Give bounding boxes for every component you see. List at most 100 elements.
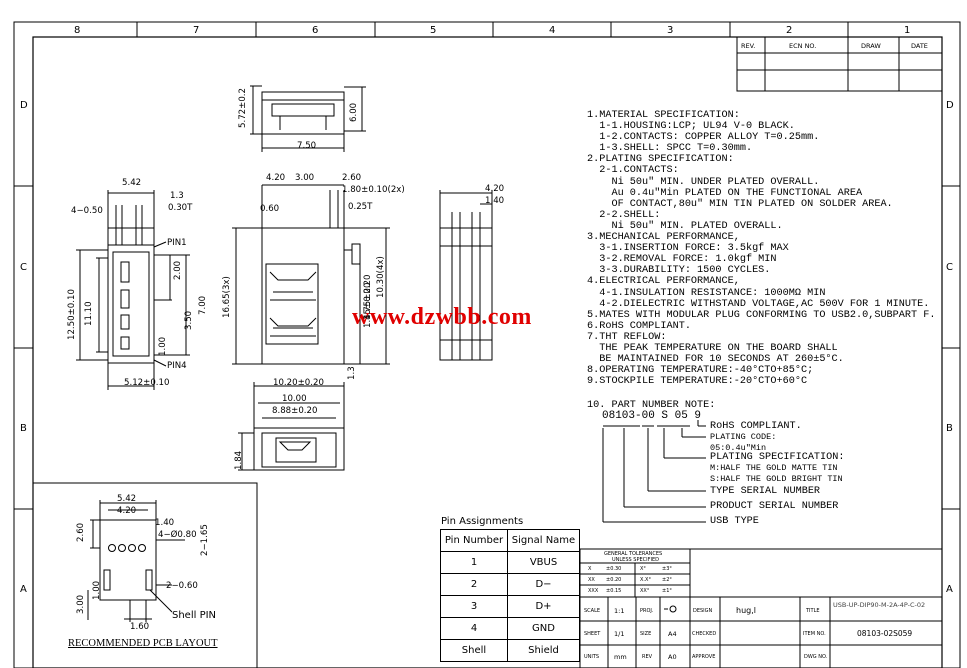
scale-value: 1:1	[614, 607, 625, 615]
units-label: UNITS	[584, 654, 600, 660]
dim-label: 10.00	[282, 394, 307, 404]
rev-value: A0	[668, 653, 677, 661]
tolerance-cell: XXX	[588, 588, 599, 594]
spec-line: 3.MECHANICAL PERFORMANCE,	[587, 232, 740, 244]
spec-line: Ni 50u" MIN. UNDER PLATED OVERALL.	[587, 176, 820, 188]
dim-label: PIN4	[167, 361, 187, 371]
zone-label: B	[20, 423, 27, 434]
spec-line: OF CONTACT,80u" MIN TIN PLATED ON SOLDER…	[587, 198, 893, 210]
zone-label: A	[946, 584, 953, 595]
spec-line: 3-2.REMOVAL FORCE: 1.0kgf MIN	[587, 254, 777, 266]
dim-label: 7.50	[297, 141, 317, 151]
proj-label: PROJ.	[640, 608, 654, 614]
dim-label: 1.40	[155, 518, 175, 528]
dim-label: 2−1.65	[200, 524, 210, 556]
zone-label: 6	[312, 25, 319, 36]
dim-label: 5.72±0.2	[238, 87, 248, 128]
dim-label: 2.60	[76, 522, 86, 542]
tolerance-cell: ±0.20	[606, 577, 622, 583]
item-label: ITEM NO.	[803, 631, 826, 637]
size-label: SIZE	[640, 631, 652, 637]
pin-cell: D−	[507, 573, 580, 596]
pin-cell: D+	[507, 595, 580, 618]
pin-cell: Shield	[507, 639, 580, 662]
part-note: PLATING SPECIFICATION:	[710, 452, 845, 463]
sheet-label: SHEET	[584, 631, 601, 637]
approve-label: APPROVE	[692, 654, 716, 660]
part-note: PLATING CODE:	[710, 432, 777, 442]
dim-label: 5.12±0.10	[124, 378, 170, 388]
zone-label: 4	[549, 25, 556, 36]
dim-label: 4−0.50	[71, 206, 103, 216]
spec-line: 3-1.INSERTION FORCE: 3.5kgf MAX	[587, 243, 789, 255]
dim-label: 10.20±0.20	[273, 378, 324, 388]
pin-cell: GND	[507, 617, 580, 640]
part-number-code: 08103-00 S 05 9	[602, 410, 702, 422]
part-note: RoHS COMPLIANT.	[710, 421, 802, 432]
spec-line: 7.THT REFLOW:	[587, 331, 667, 343]
title-label: TITLE	[806, 608, 820, 614]
dim-label: 2.60	[342, 173, 362, 183]
dim-label: 11.10	[84, 301, 94, 326]
spec-line: 6.RoHS COMPLIANT.	[587, 320, 691, 332]
spec-line: 1-1.HOUSING:LCP; UL94 V-0 BLACK.	[587, 121, 795, 133]
spec-line: THE PEAK TEMPERATURE ON THE BOARD SHALL	[587, 342, 838, 354]
dim-label: 2−0.60	[166, 581, 198, 591]
dim-label: 6.00	[349, 102, 359, 122]
title-value: USB-UP-DIP90-M-2A-4P-C-02	[833, 601, 926, 609]
revision-header: DRAW	[861, 42, 881, 50]
dim-label: 0.25T	[348, 202, 373, 212]
dim-label: 1.3	[170, 191, 184, 201]
sheet-value: 1/1	[614, 630, 625, 638]
zone-label: A	[20, 584, 27, 595]
dim-label: 4.20	[485, 184, 505, 194]
dim-label: 7.00	[198, 295, 208, 315]
watermark-text: www.dzwbb.com	[352, 304, 532, 330]
units-value: mm	[614, 653, 627, 661]
tolerance-cell: ±3°	[662, 566, 672, 572]
pin-header: Signal Name	[507, 529, 580, 552]
tolerance-cell: X.X°	[640, 577, 651, 583]
revision-header: REV.	[741, 42, 756, 50]
revision-header: ECN NO.	[789, 42, 817, 50]
spec-line: 1.MATERIAL SPECIFICATION:	[587, 110, 740, 121]
tolerance-cell: ±0.15	[606, 588, 622, 594]
dim-label: 3.00	[295, 173, 315, 183]
zone-label: 3	[667, 25, 674, 36]
spec-line: 4-1.INSULATION RESISTANCE: 1000MΩ MIN	[587, 287, 826, 299]
spec-line: Au 0.4u"Min PLATED ON THE FUNCTIONAL ARE…	[587, 187, 863, 199]
dim-label: 1.3	[347, 366, 357, 380]
specification-notes: 1.MATERIAL SPECIFICATION: 1-1.HOUSING:LC…	[587, 110, 935, 387]
revision-header: DATE	[911, 42, 928, 50]
design-label: DESIGN	[693, 608, 713, 614]
zone-label: 5	[430, 25, 437, 36]
tolerance-title: GENERAL TOLERANCES	[604, 551, 663, 557]
dim-label: 1.45±0.20	[363, 282, 373, 328]
part-note: USB TYPE	[710, 516, 759, 527]
dim-label: 0.30T	[168, 203, 193, 213]
tolerance-cell: ±1°	[662, 588, 672, 594]
spec-line: 3-3.DURABILITY: 1500 CYCLES.	[587, 265, 771, 277]
pin-assignments-title: Pin Assignments	[441, 516, 524, 527]
zone-label: 1	[904, 25, 911, 36]
dim-label: 1.80±0.10(2x)	[342, 185, 405, 195]
tolerance-cell: XX	[588, 577, 595, 583]
dim-label: 1.40	[485, 196, 505, 206]
part-note: S:HALF THE GOLD BRIGHT TIN	[710, 474, 843, 484]
dim-label: 2.00	[173, 260, 183, 280]
pin-cell: Shell	[440, 639, 508, 662]
part-note: 05:0.4u"Min	[710, 443, 767, 453]
zone-label: 7	[193, 25, 200, 36]
spec-line: 5.MATES WITH MODULAR PLUG CONFORMING TO …	[587, 309, 936, 321]
dim-label: 8.88±0.20	[272, 406, 318, 416]
pin-cell: 2	[440, 573, 508, 596]
designer-value: hug,l	[736, 606, 756, 615]
dim-label: 3.00	[76, 594, 86, 614]
tolerance-cell: X°	[640, 566, 646, 572]
zone-label: C	[20, 262, 27, 273]
scale-label: SCALE	[584, 608, 601, 614]
zone-label: B	[946, 423, 953, 434]
spec-line: 4.ELECTRICAL PERFORMANCE,	[587, 276, 740, 288]
dim-label: 0.60	[260, 204, 280, 214]
